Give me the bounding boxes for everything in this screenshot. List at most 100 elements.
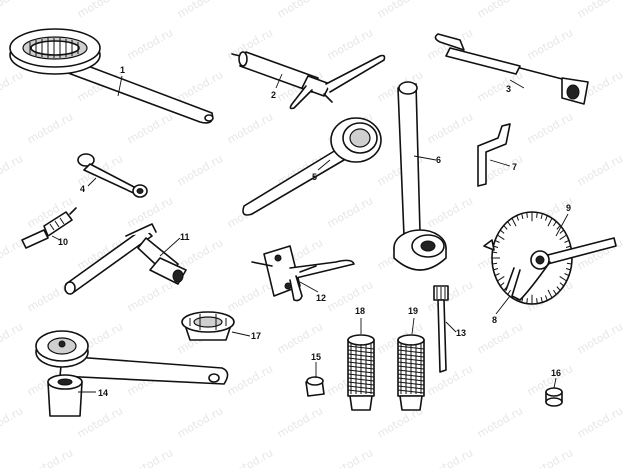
wheel-tick: [565, 267, 571, 271]
watermark-text: motod.ru: [225, 446, 275, 468]
callout-18: 18: [355, 306, 365, 316]
watermark-text: motod.ru: [575, 152, 625, 188]
callout-3: 3: [506, 84, 511, 94]
watermark-text: motod.ru: [0, 152, 25, 188]
watermark-text: motod.ru: [275, 0, 325, 21]
tool-12-flywheel-holder: [251, 245, 355, 302]
tool-18-knurled-drift: [347, 334, 375, 411]
watermark-text: motod.ru: [525, 26, 575, 62]
wheel-tick: [536, 298, 538, 304]
wheel-tick: [564, 273, 570, 277]
wheel-tick: [547, 217, 553, 227]
wheel-tick: [565, 245, 571, 249]
tool-6-large-socket-bar: [393, 81, 447, 271]
watermark-text: motod.ru: [575, 404, 625, 440]
watermark-text: motod.ru: [575, 320, 625, 356]
wheel-tick: [559, 275, 567, 282]
tool-11-t-socket: [64, 223, 187, 295]
tool-19-knurled-drift: [397, 334, 425, 411]
watermark-text: motod.ru: [325, 446, 375, 468]
leader-lines: [51, 73, 569, 393]
watermark-text: motod.ru: [225, 362, 275, 398]
callout-labels: 1 2 3 4 5 6 7 8 9 10 11 12 13 14 15 16 1…: [58, 65, 571, 398]
watermark-text: motod.ru: [475, 404, 525, 440]
watermark-text: motod.ru: [0, 68, 25, 104]
wheel-tick: [545, 215, 548, 221]
tool-10-threaded-pin: [21, 207, 77, 249]
watermark-text: motod.ru: [325, 278, 375, 314]
watermark-text: motod.ru: [175, 0, 225, 21]
wheel-tick: [507, 289, 511, 295]
watermark-text: motod.ru: [75, 0, 125, 21]
wheel-tick: [559, 282, 565, 287]
wheel-tick: [540, 213, 543, 220]
wheel-tick: [553, 221, 557, 227]
tool-8-9-degree-wheel: [483, 211, 617, 305]
watermark-text: motod.ru: [425, 278, 475, 314]
tool-2-t-handle-puller: [231, 51, 386, 110]
watermark-text: motod.ru: [25, 446, 75, 468]
tool-16-small-cap: [545, 387, 563, 407]
wheel-tick: [553, 289, 557, 295]
wheel-tick: [492, 251, 498, 254]
callout-6: 6: [436, 155, 441, 165]
wheel-tick: [536, 212, 538, 218]
wheel-tick: [526, 212, 528, 218]
callout-17: 17: [251, 331, 261, 341]
watermark-text: motod.ru: [75, 404, 125, 440]
wheel-tick: [521, 213, 524, 220]
callout-16: 16: [551, 368, 561, 378]
wheel-tick: [547, 289, 553, 299]
callout-13: 13: [456, 328, 466, 338]
wheel-tick: [497, 275, 505, 282]
wheel-tick: [545, 295, 548, 301]
watermark-text: motod.ru: [325, 26, 375, 62]
wheel-tick: [540, 296, 543, 303]
tool-5-socket-wrench: [242, 117, 382, 216]
watermark-text: motod.ru: [575, 0, 625, 21]
watermark-text: motod.ru: [0, 404, 25, 440]
callout-9: 9: [566, 203, 571, 213]
watermark-text: motod.ru: [425, 446, 475, 468]
tool-14-bar-with-socket: [35, 330, 229, 417]
watermark-text: motod.ru: [0, 320, 25, 356]
callout-19: 19: [408, 306, 418, 316]
tool-4-small-wrench: [77, 153, 148, 198]
watermark-text: motod.ru: [425, 110, 475, 146]
watermark-text: motod.ru: [425, 194, 475, 230]
watermark-text: motod.ru: [175, 68, 225, 104]
wheel-tick: [559, 234, 567, 241]
wheel-tick: [499, 229, 505, 234]
watermark-text: motod.ru: [525, 110, 575, 146]
wheel-tick: [566, 262, 572, 265]
watermark-text: motod.ru: [325, 194, 375, 230]
wheel-tick: [559, 229, 565, 234]
wheel-tick: [516, 215, 519, 221]
watermark-text: motod.ru: [475, 320, 525, 356]
wheel-tick: [493, 245, 499, 249]
tool-13-knurled-pin: [433, 285, 449, 373]
watermark-text: motod.ru: [425, 362, 475, 398]
wheel-tick: [499, 282, 505, 287]
watermark-text: motod.ru: [125, 446, 175, 468]
callout-11: 11: [180, 232, 190, 242]
wheel-tick: [497, 234, 505, 241]
callout-2: 2: [271, 90, 276, 100]
wheel-tick: [526, 298, 528, 304]
watermark-text: motod.ru: [125, 26, 175, 62]
callout-4: 4: [80, 184, 85, 194]
wheel-tick: [556, 286, 561, 291]
callout-8: 8: [492, 315, 497, 325]
callout-10: 10: [58, 237, 68, 247]
watermark-text: motod.ru: [125, 278, 175, 314]
wheel-tick: [564, 239, 570, 243]
callout-5: 5: [312, 172, 317, 182]
wheel-tick: [493, 267, 499, 271]
watermark-text: motod.ru: [525, 446, 575, 468]
watermark-text: motod.ru: [0, 236, 25, 272]
callout-14: 14: [98, 388, 108, 398]
wheel-tick: [511, 217, 517, 227]
tool-17-castellated-socket: [181, 311, 235, 341]
watermark-text: motod.ru: [0, 0, 25, 21]
